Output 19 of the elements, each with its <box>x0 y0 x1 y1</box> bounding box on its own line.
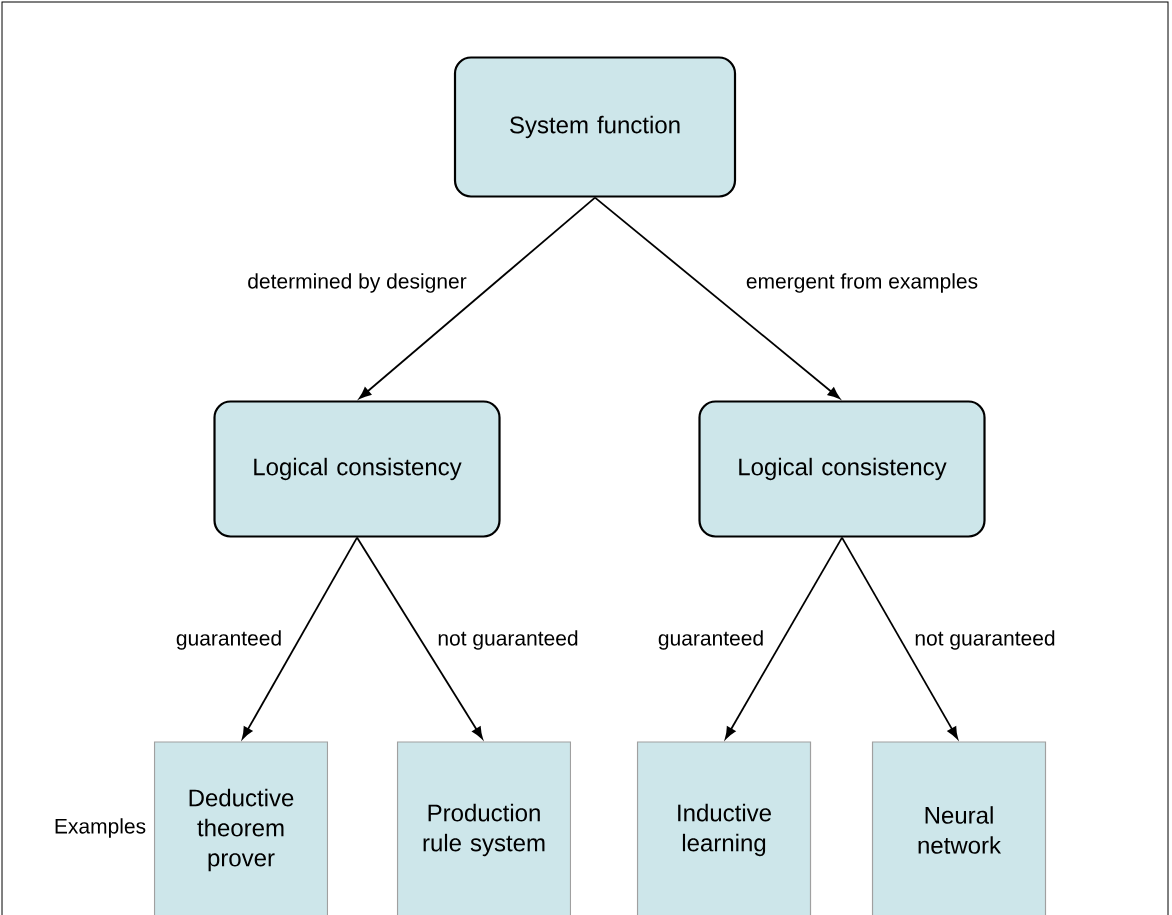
example-box: Production rule system <box>396 741 572 915</box>
example-box: Neural network <box>871 741 1047 915</box>
example-box: Inductive learning <box>636 741 812 915</box>
edge-label: determined by designer <box>245 271 469 295</box>
edge-label: guaranteed <box>173 628 285 652</box>
rounded-box: Logical consistency <box>698 400 986 538</box>
arrow <box>242 536 358 739</box>
edge-label: not guaranteed <box>912 628 1058 652</box>
arrow <box>841 536 958 739</box>
rounded-box: System function <box>453 56 737 198</box>
arrow <box>594 196 840 399</box>
arrow <box>356 536 483 740</box>
arrow <box>359 196 596 399</box>
edge-label: not guaranteed <box>435 628 581 652</box>
rounded-box: Logical consistency <box>213 400 501 538</box>
example-box: Deductive theorem prover <box>153 741 329 915</box>
arrow <box>725 536 843 739</box>
edge-label: emergent from examples <box>743 271 981 295</box>
edge-label: guaranteed <box>655 628 767 652</box>
